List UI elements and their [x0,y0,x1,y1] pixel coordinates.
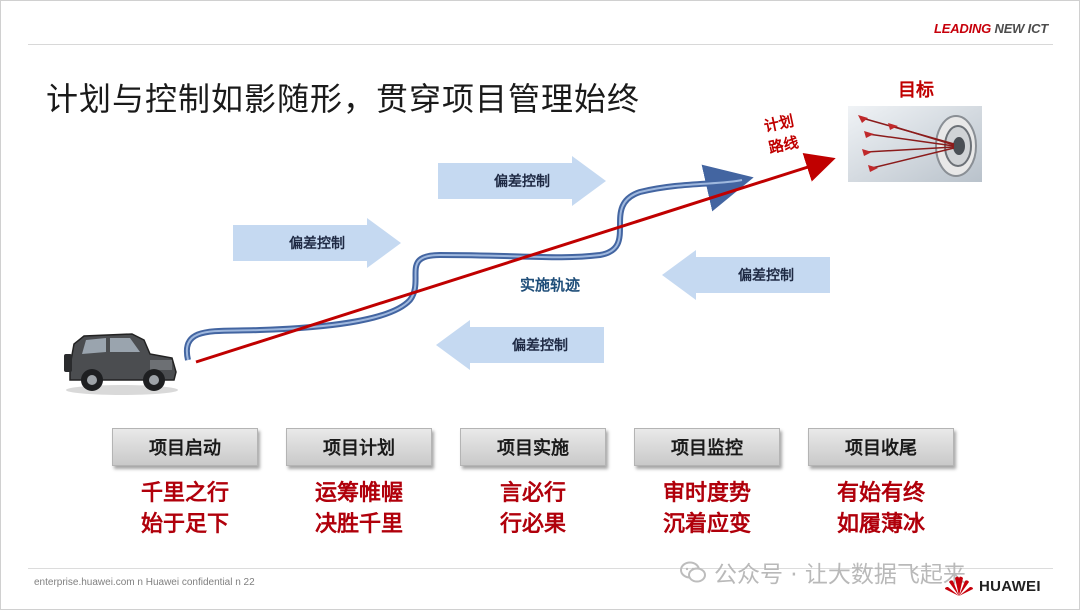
motto-line: 行必果 [460,509,606,540]
motto-line: 千里之行 [112,478,258,509]
motto-line: 审时度势 [634,478,780,509]
footer-text: enterprise.huawei.com n Huawei confident… [34,577,255,588]
phase-closing: 项目收尾 有始有终 如履薄冰 [808,428,954,540]
diagram: 偏差控制 偏差控制 偏差控制 偏差控制 实施轨迹 计划 路线 目标 [0,0,1080,430]
phase-monitoring: 项目监控 审时度势 沉着应变 [634,428,780,540]
phase-label: 项目监控 [634,428,780,466]
correction-label: 偏差控制 [438,156,626,206]
phase-motto: 千里之行 始于足下 [112,478,258,540]
phase-motto: 有始有终 如履薄冰 [808,478,954,540]
correction-arrow-1: 偏差控制 [233,218,401,268]
implementation-track-label: 实施轨迹 [520,274,580,295]
phase-label: 项目实施 [460,428,606,466]
phase-motto: 审时度势 沉着应变 [634,478,780,540]
motto-line: 沉着应变 [634,509,780,540]
phase-initiation: 项目启动 千里之行 始于足下 [112,428,258,540]
phase-execution: 项目实施 言必行 行必果 [460,428,606,540]
phase-label: 项目收尾 [808,428,954,466]
motto-line: 始于足下 [112,509,258,540]
target-image [848,106,982,182]
suv-icon [62,326,182,396]
correction-arrow-3: 偏差控制 [662,250,830,300]
watermark-text: 公众号 · 让大数据飞起来 [714,555,966,589]
phase-label: 项目启动 [112,428,258,466]
motto-line: 如履薄冰 [808,509,954,540]
motto-line: 言必行 [460,478,606,509]
correction-label: 偏差控制 [233,218,421,268]
huawei-logo: HUAWEI [944,575,1041,597]
wechat-icon [680,561,706,583]
motto-line: 决胜千里 [286,509,432,540]
phase-planning: 项目计划 运筹帷幄 决胜千里 [286,428,432,540]
correction-label: 偏差控制 [436,320,624,370]
phase-label: 项目计划 [286,428,432,466]
correction-arrow-4: 偏差控制 [436,320,604,370]
car-image [62,326,182,396]
dartboard-icon [848,106,982,182]
motto-line: 运筹帷幄 [286,478,432,509]
huawei-flower-icon [944,575,974,597]
correction-label: 偏差控制 [662,250,850,300]
wechat-watermark: 公众号 · 让大数据飞起来 [680,555,966,589]
target-label: 目标 [898,76,934,102]
correction-arrow-2: 偏差控制 [438,156,606,206]
huawei-logo-text: HUAWEI [979,578,1041,595]
motto-line: 有始有终 [808,478,954,509]
phase-motto: 运筹帷幄 决胜千里 [286,478,432,540]
phase-motto: 言必行 行必果 [460,478,606,540]
